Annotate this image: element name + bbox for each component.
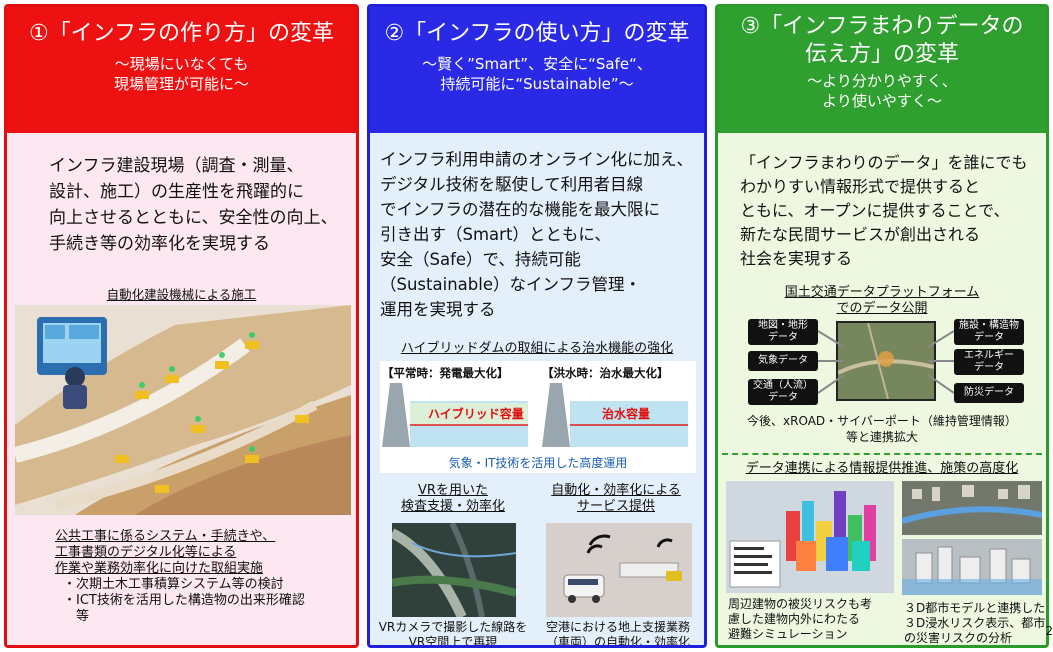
panel3-subtitle-2: より使いやすく～ bbox=[822, 92, 942, 110]
box-facility: 施設・構造物 データ bbox=[954, 319, 1024, 345]
vr-rail-image bbox=[392, 523, 516, 617]
panel2-title: ②「インフラの使い方」の変革 bbox=[384, 21, 690, 46]
box-traffic: 交通（人流） データ bbox=[748, 379, 818, 405]
platform-title: 国土交通データプラットフォーム でのデータ公開 bbox=[718, 285, 1046, 317]
auto-title-line: 自動化・効率化による bbox=[551, 483, 681, 498]
panel3-title-1: ③「インフラまわりデータの bbox=[740, 14, 1024, 39]
footer-line: 作業や業務効率化に向けた取組実施 bbox=[55, 561, 264, 576]
panel2-body-line: でインフラの潜在的な機能を最大限に bbox=[380, 200, 661, 219]
vr-caption-line: VR空間上で再現 bbox=[408, 635, 498, 648]
right-caption-line: の災害リスクの分析 bbox=[904, 631, 1013, 645]
vr-caption-line: VRカメラで撮影した線路を bbox=[378, 620, 528, 634]
bullet-item: ・次期土木工事積算システム等の検討 bbox=[63, 577, 284, 592]
hybrid-dam-diagram: 【平常時：発電最大化】 【洪水時：治水最大化】 ハイブリッド容量 治水容量 気象… bbox=[380, 361, 696, 473]
auto-title: 自動化・効率化による サービス提供 bbox=[536, 483, 696, 515]
page-number: 2 bbox=[1045, 624, 1053, 638]
panel2-body-line: （Sustainable）なインフラ管理・ bbox=[380, 275, 641, 294]
box-map-terrain: 地図・地形 データ bbox=[748, 319, 818, 345]
evacuation-simulation-image bbox=[726, 481, 894, 593]
airport-vehicle-image bbox=[546, 523, 692, 617]
panel2-body: インフラ利用申請のオンライン化に加え、 デジタル技術を駆使して利用者目線 でイン… bbox=[380, 147, 704, 322]
city-model-image-top bbox=[902, 481, 1042, 535]
platform-caption-line: 等と連携拡大 bbox=[845, 430, 918, 444]
data-platform-diagram: 地図・地形 データ 気象データ 交通（人流） データ 施設・構造物 データ エネ… bbox=[748, 317, 1024, 405]
auto-title-line: サービス提供 bbox=[576, 499, 655, 514]
panel2-body-line: インフラ利用申請のオンライン化に加え、 bbox=[380, 150, 694, 169]
panel2-subtitle-1: ～賢く”Smart”、安全に“Safe“、 bbox=[422, 55, 652, 73]
platform-caption: 今後、xROAD・サイバーポート（維持管理情報） 等と連携拡大 bbox=[718, 413, 1046, 445]
platform-title-line: でのデータ公開 bbox=[836, 301, 928, 316]
auto-caption: 空港における地上支援業務 （車両）の自動化・効率化 bbox=[536, 620, 700, 648]
left-caption-line: 周辺建物の被災リスクも考 bbox=[728, 597, 873, 611]
panel1-subtitle-1: ～現場にいなくても bbox=[114, 55, 249, 73]
footer-line: 公共工事に係るシステム・手続きや、 bbox=[55, 529, 276, 544]
left-caption-line: 避難シミュレーション bbox=[728, 627, 848, 641]
dam-right-capacity: 治水容量 bbox=[602, 407, 651, 421]
panel3-body-line: わかりすい情報形式で提供すると bbox=[740, 177, 981, 196]
box-disaster: 防災データ bbox=[954, 383, 1024, 403]
city-model-image-bottom bbox=[902, 539, 1042, 595]
panel3-header: ③「インフラまわりデータの 伝え方」の変革 ～より分かりやすく、 より使いやすく… bbox=[718, 7, 1046, 133]
panel-infra-usage: ②「インフラの使い方」の変革 ～賢く”Smart”、安全に“Safe“、 持続可… bbox=[367, 4, 707, 648]
auto-caption-line: 空港における地上支援業務 bbox=[545, 620, 690, 634]
panel1-body-line: 向上させるとともに、安全性の向上、 bbox=[49, 208, 338, 228]
dam-right-label: 【洪水時：治水最大化】 bbox=[542, 366, 669, 380]
panel3-body: 「インフラまわりのデータ」を誰にでも わかりすい情報形式で提供すると ともに、オ… bbox=[740, 151, 1046, 271]
dam-left-capacity: ハイブリッド容量 bbox=[428, 407, 524, 421]
panel1-bullets: ・次期土木工事積算システム等の検討 ・ICT技術を活用した構造物の出来形確認 等 bbox=[63, 577, 305, 625]
panel1-body-line: 手続き等の効率化を実現する bbox=[49, 234, 270, 254]
vr-title-line: 検査支援・効率化 bbox=[400, 499, 505, 514]
panel1-header: ①「インフラの作り方」の変革 ～現場にいなくても 現場管理が可能に～ bbox=[7, 7, 356, 133]
construction-site-illustration bbox=[15, 305, 351, 515]
panel-infra-construction: ①「インフラの作り方」の変革 ～現場にいなくても 現場管理が可能に～ インフラ建… bbox=[4, 4, 359, 648]
panel3-body-line: 新たな民間サービスが創出される bbox=[740, 225, 981, 244]
section-divider bbox=[722, 453, 1042, 455]
panel1-body: インフラ建設現場（調査・測量、 設計、施工）の生産性を飛躍的に 向上させるととも… bbox=[49, 153, 356, 257]
panel1-body-line: インフラ建設現場（調査・測量、 bbox=[49, 156, 304, 176]
box-weather: 気象データ bbox=[748, 351, 818, 371]
panel2-body-line: 安全（Safe）で、持続可能 bbox=[380, 250, 581, 269]
panel-infra-data: ③「インフラまわりデータの 伝え方」の変革 ～より分かりやすく、 より使いやすく… bbox=[715, 4, 1049, 648]
panel1-footer-title: 公共工事に係るシステム・手続きや、 工事書類のデジタル化等による 作業や業務効率… bbox=[55, 529, 275, 577]
panel1-title: ①「インフラの作り方」の変革 bbox=[28, 21, 335, 46]
dam-title: ハイブリッドダムの取組による治水機能の強化 bbox=[400, 341, 674, 356]
panel3-title-2: 伝え方」の変革 bbox=[804, 42, 959, 67]
panel2-subtitle-2: 持続可能に“Sustainable”～ bbox=[440, 75, 634, 93]
panel2-body-line: 引き出す（Smart）とともに、 bbox=[380, 225, 611, 244]
vr-title-line: VRを用いた bbox=[418, 483, 488, 498]
panel3-body-line: 社会を実現する bbox=[740, 249, 853, 268]
panel2-header: ②「インフラの使い方」の変革 ～賢く”Smart”、安全に“Safe“、 持続可… bbox=[370, 7, 704, 133]
panel1-subtitle-2: 現場管理が可能に～ bbox=[113, 75, 249, 93]
right-caption-line: ３D都市モデルと連携した bbox=[904, 601, 1046, 615]
right-caption: ３D都市モデルと連携した ３D浸水リスク表示、都市 の災害リスクの分析 bbox=[904, 601, 1046, 645]
auto-caption-line: （車両）の自動化・効率化 bbox=[545, 635, 690, 648]
right-caption-line: ３D浸水リスク表示、都市 bbox=[904, 616, 1046, 630]
platform-caption-line: 今後、xROAD・サイバーポート（維持管理情報） bbox=[747, 414, 1017, 428]
panel3-body-line: 「インフラまわりのデータ」を誰にでも bbox=[740, 153, 1028, 172]
panel2-body-line: 運用を実現する bbox=[380, 300, 496, 319]
box-energy: エネルギー データ bbox=[954, 349, 1024, 375]
panel3-subtitle-1: ～より分かりやすく、 bbox=[807, 72, 957, 90]
link-title: データ連携による情報提供推進、施策の高度化 bbox=[745, 461, 1019, 476]
dam-left-label: 【平常時：発電最大化】 bbox=[382, 366, 509, 380]
panel1-body-line: 設計、施工）の生産性を飛躍的に bbox=[49, 182, 304, 202]
dam-bottom-caption: 気象・IT技術を活用した高度運用 bbox=[448, 456, 628, 470]
vr-caption: VRカメラで撮影した線路を VR空間上で再現 bbox=[374, 620, 532, 648]
panel1-image-caption: 自動化建設機械による施工 bbox=[106, 287, 257, 302]
left-caption: 周辺建物の被災リスクも考 慮した建物内外にわたる 避難シミュレーション bbox=[728, 597, 898, 642]
bullet-item: 等 bbox=[63, 609, 90, 624]
platform-title-line: 国土交通データプラットフォーム bbox=[784, 285, 980, 300]
panel3-body-line: ともに、オープンに提供することで、 bbox=[740, 201, 1010, 220]
bullet-item: ・ICT技術を活用した構造物の出来形確認 bbox=[63, 593, 305, 608]
vr-title: VRを用いた 検査支援・効率化 bbox=[378, 483, 528, 515]
left-caption-line: 慮した建物内外にわたる bbox=[728, 612, 861, 626]
panel2-body-line: デジタル技術を駆使して利用者目線 bbox=[380, 175, 644, 194]
footer-line: 工事書類のデジタル化等による bbox=[55, 545, 237, 560]
